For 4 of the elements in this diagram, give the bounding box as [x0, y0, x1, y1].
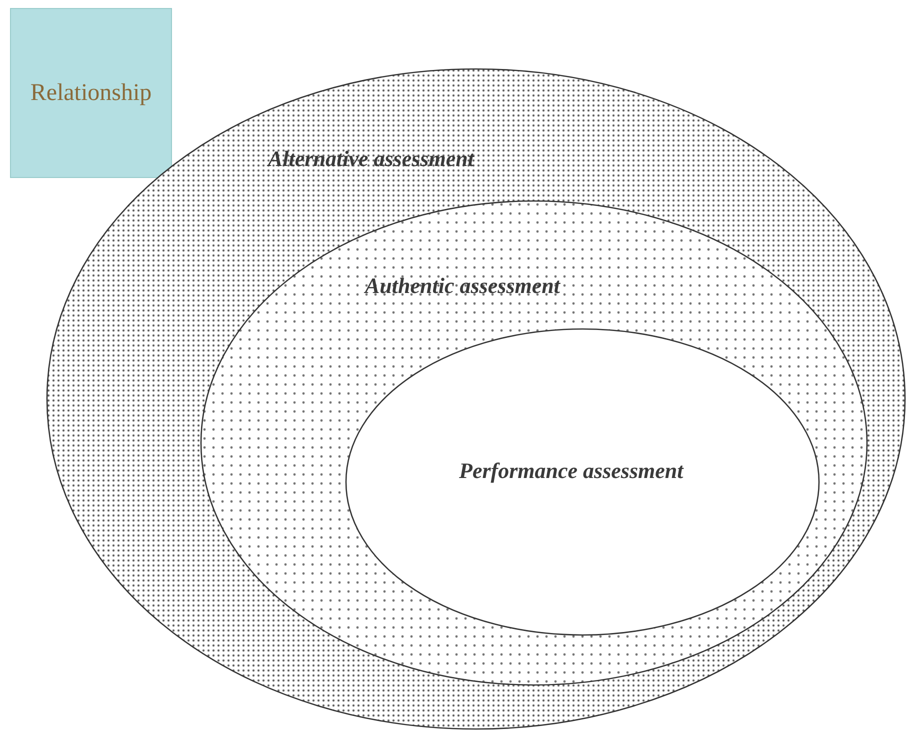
region-label: Alternative assessment	[268, 146, 474, 172]
region-label: Authentic assessment	[365, 273, 560, 299]
title-box: Relationship	[10, 8, 172, 178]
region-label: Performance assessment	[459, 458, 684, 484]
